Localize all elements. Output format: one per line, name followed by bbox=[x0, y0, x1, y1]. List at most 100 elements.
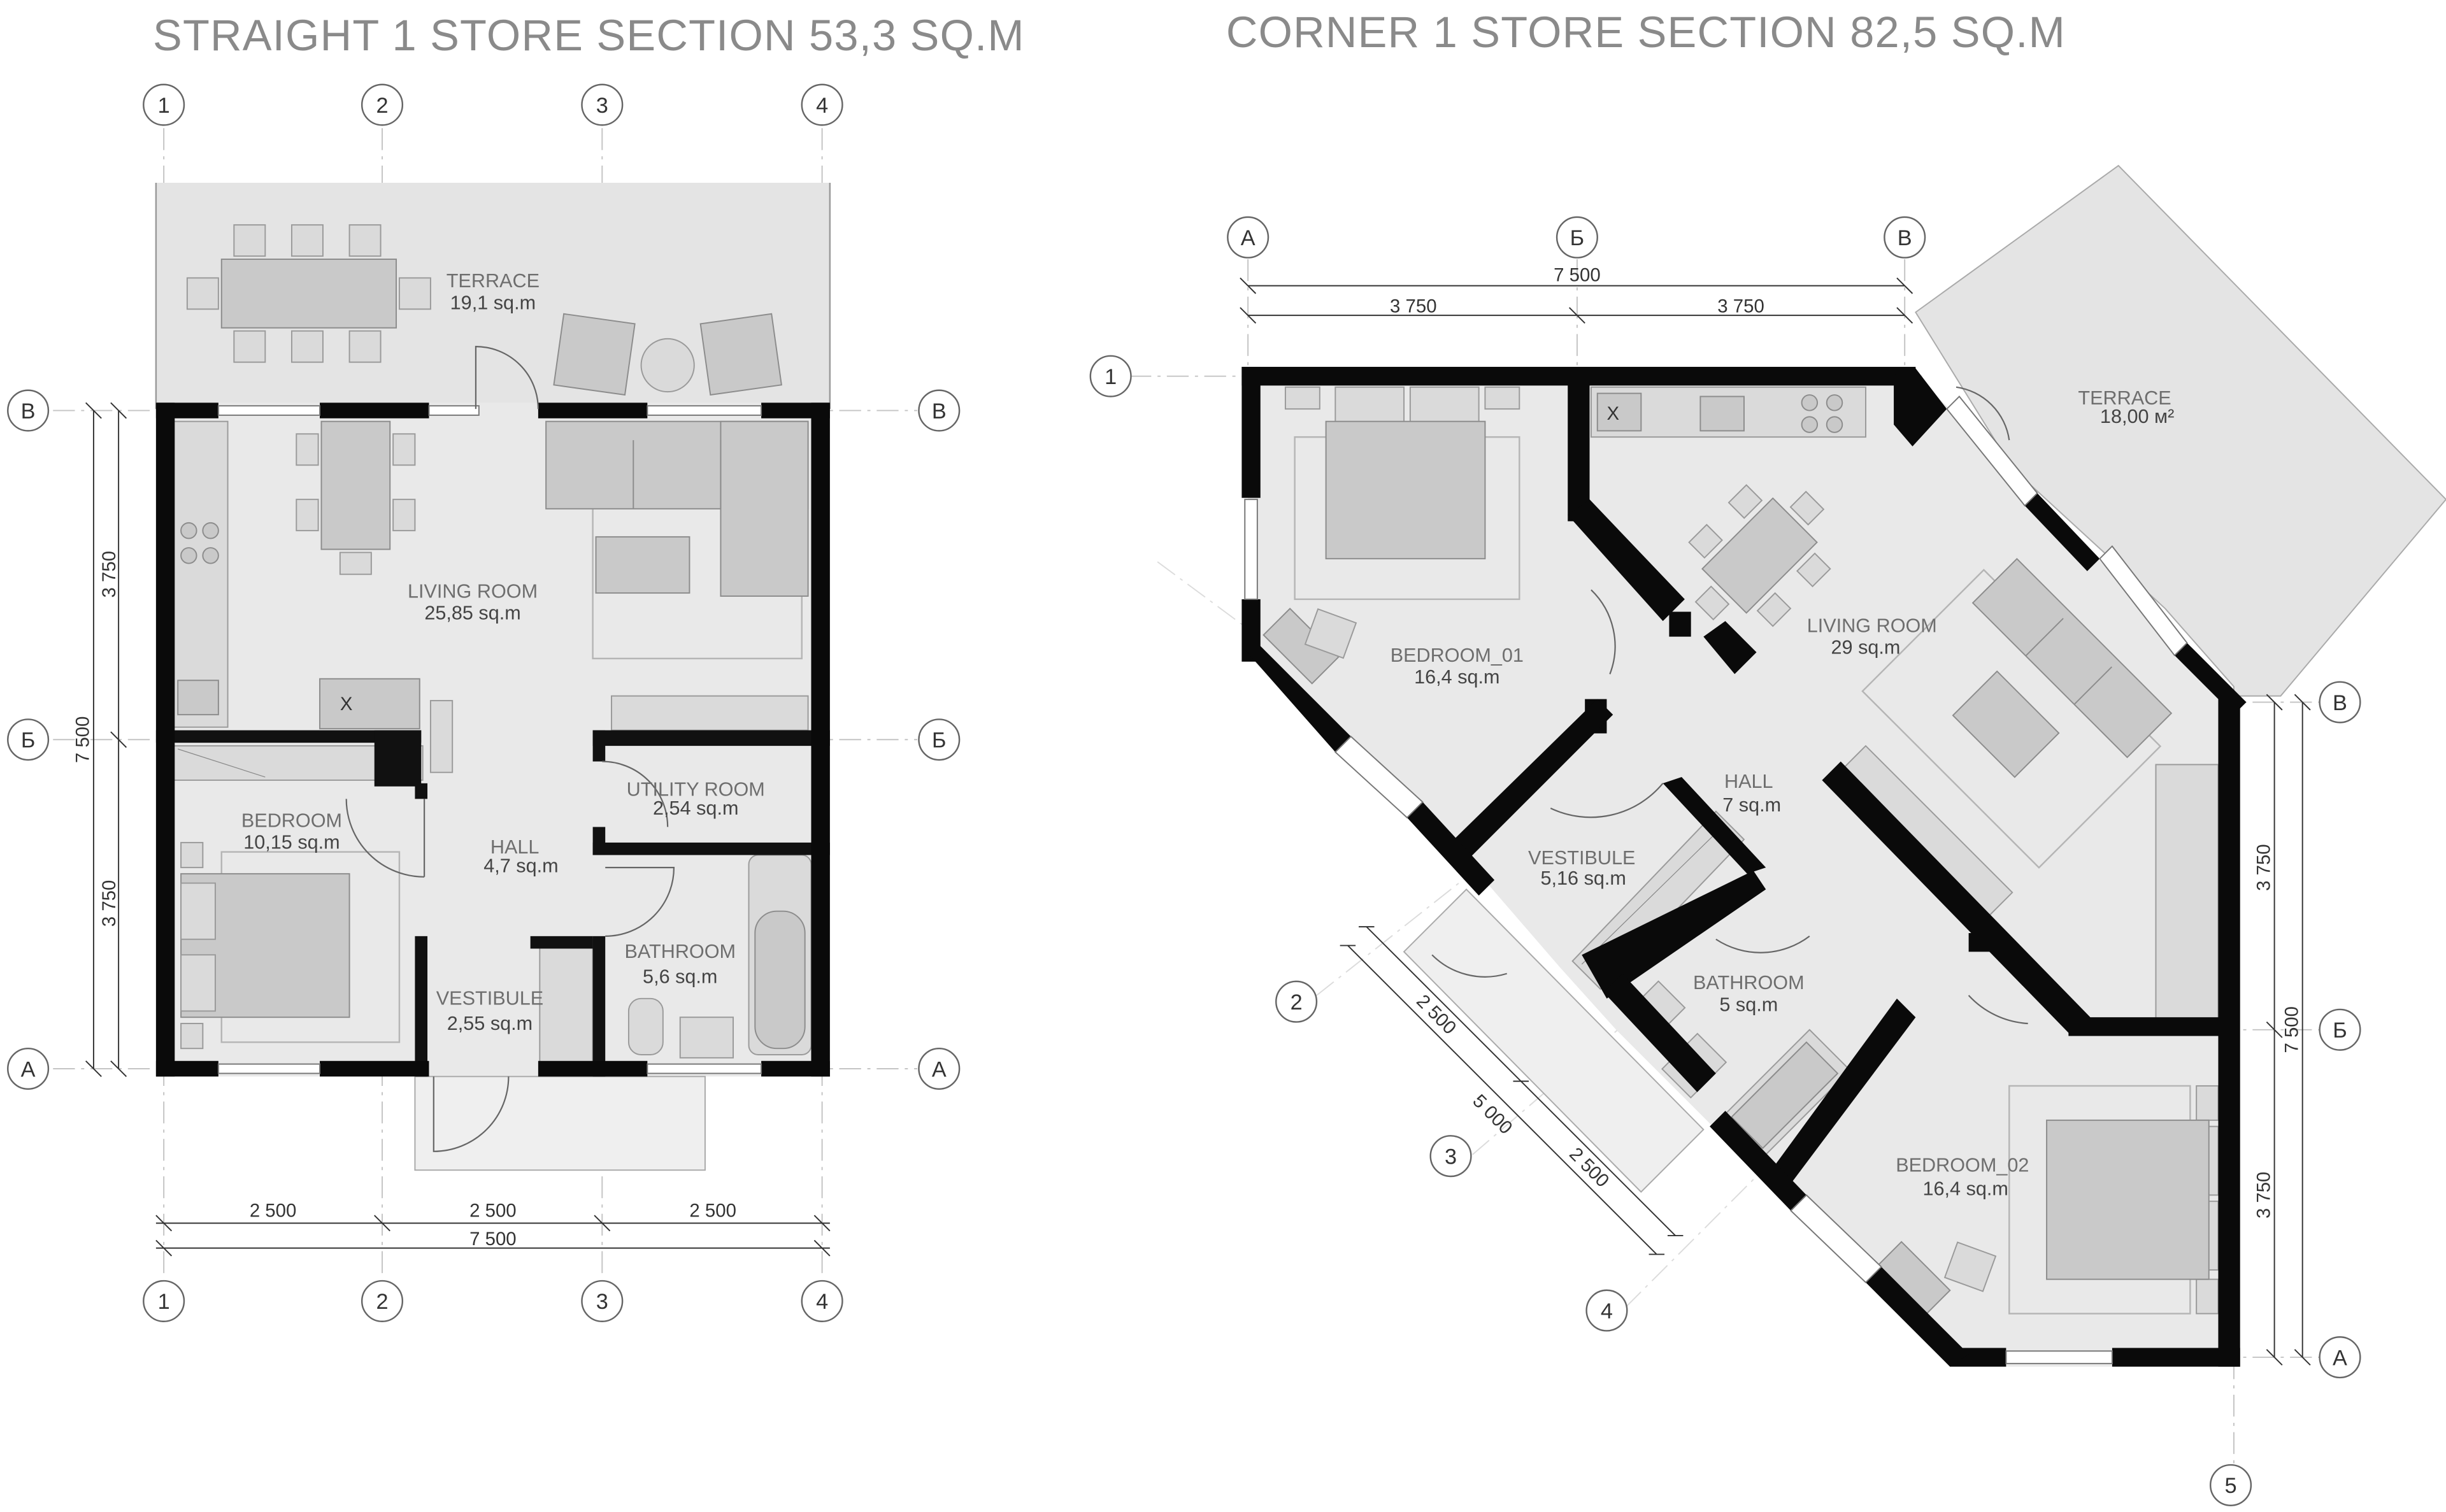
straight-room-name: LIVING ROOM bbox=[408, 580, 538, 602]
svg-text:2: 2 bbox=[1291, 990, 1303, 1015]
straight-axis-markers-bottom: 1 2 3 4 bbox=[143, 1280, 843, 1322]
corner-appliance-mark: X bbox=[1606, 403, 1619, 424]
corner-axis-markers-top: А Б В bbox=[1227, 216, 1926, 259]
svg-text:Б: Б bbox=[21, 729, 36, 753]
svg-text:4: 4 bbox=[816, 94, 828, 118]
straight-room-area: 4,7 sq.m bbox=[483, 855, 558, 876]
corner-axis-marker-five: 5 bbox=[2209, 1464, 2252, 1506]
corner-bedroom02-bed bbox=[1874, 1085, 2219, 1318]
svg-text:1: 1 bbox=[1105, 365, 1117, 389]
corner-dimensions-top: 7 500 3 750 3 750 bbox=[1240, 264, 1913, 324]
straight-room-area: 10,15 sq.m bbox=[243, 832, 340, 853]
corner-room-name: TERRACE bbox=[2078, 387, 2171, 409]
svg-text:3 750: 3 750 bbox=[1390, 296, 1437, 317]
corner-room-name: BEDROOM_01 bbox=[1391, 645, 1524, 666]
svg-text:3 750: 3 750 bbox=[99, 880, 120, 927]
svg-text:В: В bbox=[2333, 691, 2347, 715]
corner-room-area: 7 sq.m bbox=[1722, 794, 1781, 816]
svg-text:3: 3 bbox=[1445, 1145, 1457, 1169]
corner-room-area: 5,16 sq.m bbox=[1541, 867, 1626, 889]
svg-text:5 000: 5 000 bbox=[1468, 1090, 1516, 1138]
corner-axis-marker-one: 1 bbox=[1089, 355, 1132, 397]
straight-appliance-mark: X bbox=[340, 694, 353, 715]
corner-room-name: BATHROOM bbox=[1693, 972, 1805, 994]
corner-room-name: LIVING ROOM bbox=[1807, 615, 1937, 636]
svg-text:4: 4 bbox=[1601, 1299, 1613, 1323]
corner-room-area: 16,4 sq.m bbox=[1923, 1178, 2008, 1199]
corner-room-name: BEDROOM_02 bbox=[1896, 1155, 2029, 1176]
straight-room-area: 19,1 sq.m bbox=[450, 292, 536, 313]
title-corner-section: CORNER 1 STORE SECTION 82,5 SQ.M bbox=[1226, 8, 2066, 57]
corner-living-sofa bbox=[1861, 558, 2173, 869]
straight-room-name: TERRACE bbox=[447, 270, 540, 292]
svg-text:Б: Б bbox=[932, 729, 947, 753]
straight-room-area: 25,85 sq.m bbox=[424, 603, 520, 624]
straight-room-name: HALL bbox=[490, 836, 540, 858]
straight-room-name: BATHROOM bbox=[624, 941, 736, 962]
corner-room-area: 5 sq.m bbox=[1719, 994, 1778, 1015]
terrace-armchairs bbox=[553, 313, 782, 396]
corner-kitchen: X bbox=[1590, 386, 1866, 438]
svg-text:А: А bbox=[2333, 1346, 2347, 1370]
svg-text:1: 1 bbox=[158, 1290, 170, 1314]
svg-text:2: 2 bbox=[376, 94, 388, 118]
straight-room-area: 2,54 sq.m bbox=[653, 797, 738, 819]
straight-bedroom-bed bbox=[180, 841, 401, 1050]
svg-text:Б: Б bbox=[1570, 226, 1585, 250]
corner-room-name: HALL bbox=[1724, 771, 1773, 792]
svg-text:2 500: 2 500 bbox=[469, 1201, 517, 1222]
svg-text:2 500: 2 500 bbox=[250, 1201, 297, 1222]
straight-dimensions-left: 3 750 3 750 7 500 bbox=[73, 402, 127, 1077]
corner-exterior-walls bbox=[1241, 366, 2247, 1367]
straight-room-area: 5,6 sq.m bbox=[643, 966, 717, 987]
corner-interior-walls bbox=[1450, 374, 2234, 1192]
straight-axis-markers-top: 1 2 3 4 bbox=[143, 83, 843, 126]
straight-axis-markers-left: В Б А bbox=[7, 389, 50, 1090]
svg-text:А: А bbox=[1241, 226, 1255, 250]
living-sofa bbox=[545, 420, 809, 660]
svg-text:7 500: 7 500 bbox=[2281, 1006, 2302, 1053]
corner-axis-markers-right: В Б А bbox=[2319, 681, 2361, 1379]
svg-text:4: 4 bbox=[816, 1290, 828, 1314]
svg-text:2: 2 bbox=[376, 1290, 388, 1314]
straight-section-plan: X bbox=[7, 83, 961, 1322]
terrace-dining-table bbox=[186, 224, 431, 363]
svg-text:2 500: 2 500 bbox=[689, 1201, 736, 1222]
straight-exterior-walls bbox=[155, 403, 830, 1077]
svg-text:3: 3 bbox=[596, 1290, 608, 1314]
straight-dimensions-bottom: 2 500 2 500 2 500 7 500 bbox=[155, 1201, 831, 1257]
corner-room-area: 29 sq.m bbox=[1831, 637, 1901, 659]
corner-room-area: 18,00 м² bbox=[2100, 406, 2174, 427]
living-dining-table bbox=[296, 420, 416, 575]
svg-text:А: А bbox=[932, 1057, 947, 1081]
svg-text:3 750: 3 750 bbox=[1717, 296, 1764, 317]
svg-text:3 750: 3 750 bbox=[99, 551, 120, 598]
svg-text:7 500: 7 500 bbox=[1554, 264, 1601, 285]
corner-dining-table bbox=[1688, 484, 1831, 627]
svg-text:3 750: 3 750 bbox=[2253, 1172, 2274, 1219]
corner-axis-markers-diagonal: 2 3 4 bbox=[1275, 980, 1628, 1332]
svg-text:5: 5 bbox=[2225, 1474, 2237, 1498]
corner-room-area: 16,4 sq.m bbox=[1414, 666, 1499, 688]
corner-section-plan: X bbox=[1089, 164, 2446, 1506]
svg-text:В: В bbox=[932, 399, 947, 424]
svg-text:7 500: 7 500 bbox=[469, 1229, 517, 1250]
straight-room-name: VESTIBULE bbox=[436, 988, 543, 1009]
svg-text:В: В bbox=[21, 399, 36, 424]
svg-text:Б: Б bbox=[2333, 1018, 2347, 1043]
svg-text:3 750: 3 750 bbox=[2253, 844, 2274, 891]
svg-text:В: В bbox=[1898, 226, 1912, 250]
svg-text:А: А bbox=[21, 1057, 36, 1081]
kitchen-counter bbox=[171, 420, 229, 728]
straight-room-area: 2,55 sq.m bbox=[447, 1013, 533, 1034]
corner-room-name: VESTIBULE bbox=[1528, 847, 1635, 869]
title-straight-section: STRAIGHT 1 STORE SECTION 53,3 SQ.M bbox=[153, 11, 1025, 60]
straight-room-name: BEDROOM bbox=[241, 809, 342, 831]
straight-axis-markers-right: В Б А bbox=[918, 389, 961, 1090]
svg-text:7 500: 7 500 bbox=[73, 717, 94, 764]
straight-room-name: UTILITY ROOM bbox=[627, 778, 765, 800]
svg-text:1: 1 bbox=[158, 94, 170, 118]
svg-text:3: 3 bbox=[596, 94, 608, 118]
corner-dimensions-right: 3 750 3 750 7 500 bbox=[2253, 694, 2311, 1366]
